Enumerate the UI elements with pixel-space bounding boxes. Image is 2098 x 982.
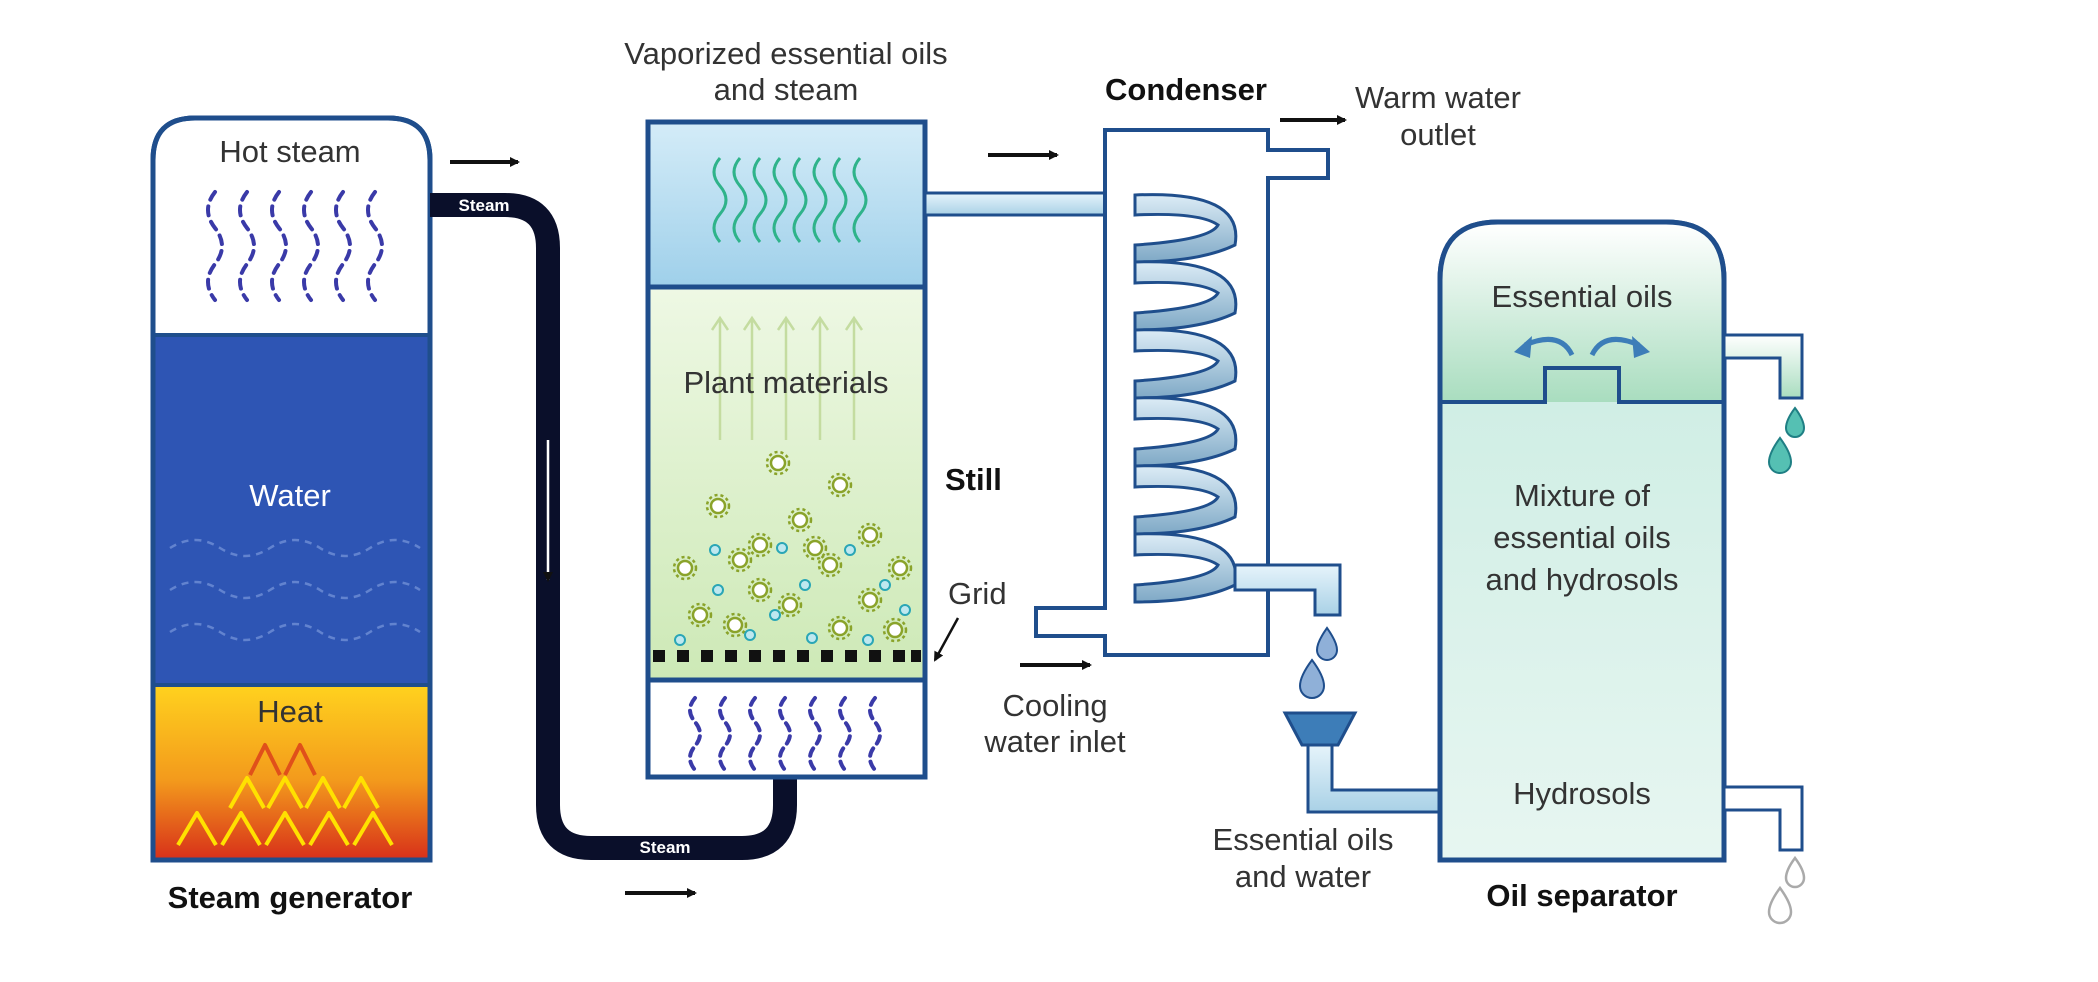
- cooling-label-line2: water inlet: [983, 724, 1126, 759]
- steam-pipe: Steam Steam: [430, 193, 797, 860]
- oil-outlet-pipe: [1722, 333, 1804, 400]
- eo-water-label-line2: and water: [1235, 859, 1371, 894]
- condenser-coil: [1133, 193, 1238, 604]
- hydrosol-outlet-pipe: [1722, 785, 1804, 852]
- warm-water-label-line1: Warm water: [1355, 80, 1521, 115]
- rising-vapor-arrows: [710, 315, 864, 440]
- steam-pipe-label-bottom: Steam: [639, 838, 690, 857]
- warm-water-label-line2: outlet: [1400, 117, 1476, 152]
- still: Vaporized essential oils and steam Plant…: [624, 36, 1007, 780]
- condenser-outlet-pipe: [1233, 563, 1342, 617]
- oil-separator-title: Oil separator: [1486, 878, 1677, 913]
- heat-label: Heat: [257, 694, 323, 729]
- hot-steam-wisps: [206, 190, 384, 302]
- hydrosols-label: Hydrosols: [1513, 776, 1651, 811]
- steam-generator: Hot steam Water Heat Steam generator: [150, 115, 433, 915]
- vaporized-label-line1: Vaporized essential oils: [624, 36, 947, 71]
- mixture-label-line1: Mixture of: [1514, 478, 1650, 513]
- vapor-waves: [712, 157, 868, 243]
- still-steam-wisps: [688, 696, 882, 772]
- mixture-label-line2: essential oils: [1493, 520, 1670, 555]
- plant-material-icons: [672, 450, 913, 646]
- steam-generator-title: Steam generator: [168, 880, 413, 915]
- flame-icons: [176, 743, 394, 847]
- essential-oil-drop-icons: [1767, 406, 1806, 474]
- grid-label: Grid: [948, 576, 1007, 611]
- water-waves: [169, 538, 421, 642]
- collection-funnel: [1282, 711, 1442, 814]
- oil-separator: Essential oils Mixture of essential oils…: [1437, 219, 1804, 913]
- steam-pipe-label-top: Steam: [458, 196, 509, 215]
- condenser-title: Condenser: [1105, 72, 1267, 107]
- still-title: Still: [945, 462, 1002, 497]
- hot-steam-label: Hot steam: [219, 134, 360, 169]
- essential-oils-label: Essential oils: [1492, 279, 1673, 314]
- condenser: Condenser Warm water outlet Cooling wate…: [983, 72, 1521, 759]
- water-label: Water: [249, 478, 331, 513]
- cooling-label-line1: Cooling: [1002, 688, 1107, 723]
- vaporized-label-line2: and steam: [714, 72, 859, 107]
- grid-bar: [653, 650, 921, 662]
- grid-pointer-arrow: [933, 617, 960, 662]
- water-drop-icons: [1298, 626, 1339, 699]
- mixture-label-line3: and hydrosols: [1485, 562, 1678, 597]
- plant-materials-label: Plant materials: [683, 365, 888, 400]
- hydrosol-drop-icons: [1767, 855, 1806, 925]
- eo-water-label-line1: Essential oils: [1213, 822, 1394, 857]
